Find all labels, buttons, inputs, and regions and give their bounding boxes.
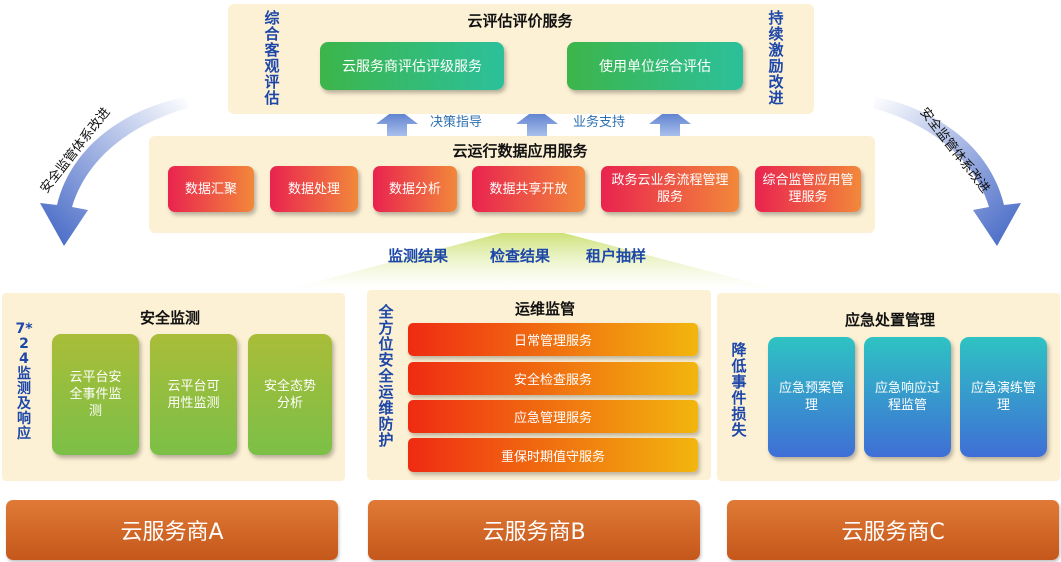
- curved-arrow-right-icon: [873, 97, 1021, 246]
- decision-guidance-label: 决策指导: [430, 115, 483, 130]
- data-sharing-button[interactable]: 数据共享开放: [472, 166, 585, 212]
- data-analysis-button[interactable]: 数据分析: [373, 166, 457, 212]
- emergency-title: 应急处置管理: [844, 311, 935, 329]
- security-event-card[interactable]: 云平台安全事件监测: [52, 334, 139, 455]
- data-aggregation-button[interactable]: 数据汇聚: [168, 166, 254, 212]
- emergency-drill-card[interactable]: 应急演练管理: [960, 337, 1047, 457]
- availability-card[interactable]: 云平台可用性监测: [150, 334, 237, 455]
- business-support-label: 业务支持: [573, 115, 626, 130]
- evaluation-left-vertical: 综合客观评估: [264, 9, 280, 107]
- gov-cloud-process-button[interactable]: 政务云业务流程管理服务: [601, 166, 739, 212]
- evaluation-title: 云评估评价服务: [467, 12, 573, 30]
- security-check-item[interactable]: 安全检查服务: [408, 362, 698, 395]
- provider-b-bar[interactable]: 云服务商B: [368, 500, 700, 560]
- provider-c-bar[interactable]: 云服务商C: [727, 500, 1059, 560]
- key-period-duty-item[interactable]: 重保时期值守服务: [408, 438, 698, 472]
- situation-analysis-card[interactable]: 安全态势分析: [248, 334, 332, 455]
- inspection-result-label: 检查结果: [490, 247, 551, 265]
- supervision-app-button[interactable]: 综合监管应用管理服务: [755, 166, 861, 212]
- up-arrow-center-icon: [516, 108, 558, 136]
- evaluation-right-vertical: 持续激励改进: [768, 9, 784, 107]
- emergency-plan-card[interactable]: 应急预案管理: [768, 337, 855, 457]
- up-arrow-right-icon: [649, 108, 691, 136]
- tenant-sampling-label: 租户抽样: [586, 247, 647, 265]
- data-processing-button[interactable]: 数据处理: [270, 166, 358, 212]
- provider-a-bar[interactable]: 云服务商A: [6, 500, 338, 560]
- up-arrow-left-icon: [376, 108, 418, 136]
- emergency-vertical: 降低事件损失: [731, 341, 747, 439]
- user-evaluation-button[interactable]: 使用单位综合评估: [567, 42, 743, 90]
- flow-glow: [285, 232, 780, 290]
- ops-supervision-title: 运维监管: [514, 300, 575, 318]
- data-application-title: 云运行数据应用服务: [452, 142, 588, 160]
- emergency-response-card[interactable]: 应急响应过程监管: [864, 337, 951, 457]
- provider-rating-button[interactable]: 云服务商评估评级服务: [320, 42, 504, 90]
- daily-management-item[interactable]: 日常管理服务: [408, 323, 698, 356]
- monitoring-result-label: 监测结果: [388, 247, 449, 265]
- curved-arrow-left-icon: [40, 97, 188, 246]
- ops-supervision-vertical: 全方位安全运维防护: [378, 303, 394, 449]
- security-monitoring-title: 安全监测: [139, 309, 200, 327]
- emergency-management-item[interactable]: 应急管理服务: [408, 400, 698, 433]
- security-monitoring-vertical: 7*24监测及响应: [15, 321, 33, 442]
